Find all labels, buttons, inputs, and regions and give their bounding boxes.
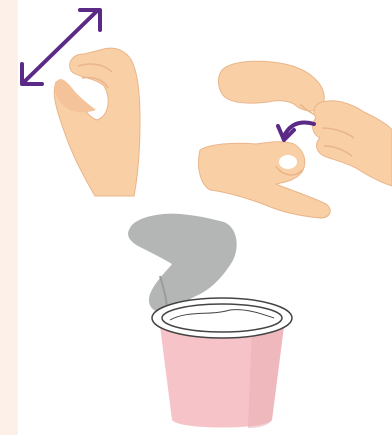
pinch-hand-icon bbox=[54, 48, 140, 196]
peeling-hands-icon bbox=[198, 61, 392, 218]
curved-arrow-icon bbox=[278, 123, 314, 141]
yogurt-cup-icon bbox=[152, 298, 292, 428]
